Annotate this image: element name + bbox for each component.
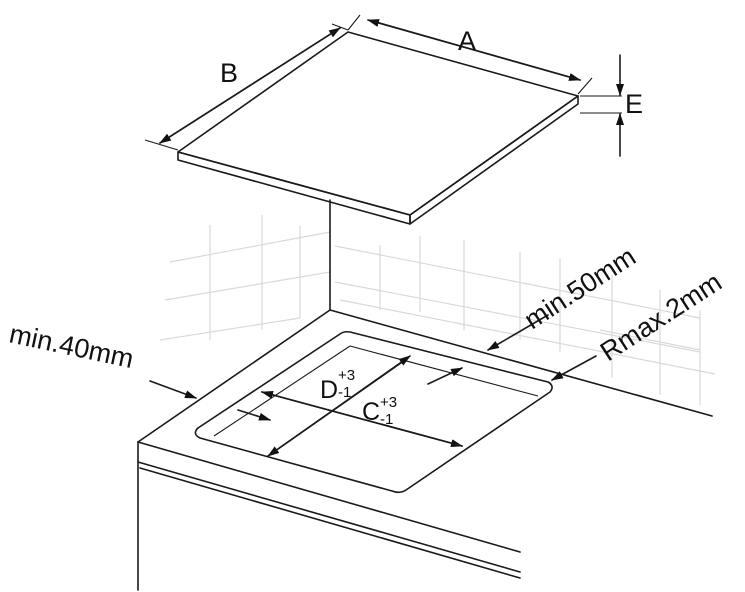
wall-corner (329, 199, 713, 417)
label-min-40mm: min.40mm (7, 319, 137, 375)
label-d-tol-plus: +3 (338, 367, 355, 384)
dimension-a: A (347, 14, 593, 95)
dimension-e: E (580, 54, 643, 157)
hob (177, 31, 579, 225)
dimension-d: D +3 -1 (267, 355, 463, 457)
dimension-min-40mm: min.40mm (7, 319, 197, 399)
label-min-50mm: min.50mm (519, 241, 641, 335)
worktop (137, 309, 521, 591)
label-c: C (362, 398, 380, 426)
hob-front-edge (177, 151, 411, 225)
label-d: D (320, 376, 338, 404)
wall-tiles (159, 215, 716, 405)
label-b: B (220, 58, 238, 88)
dimension-b: B (144, 23, 349, 151)
label-c-tol-minus: -1 (380, 411, 393, 428)
dimension-c: C +3 -1 (237, 391, 463, 447)
label-a: A (458, 26, 476, 56)
hob-side-edge (409, 95, 579, 225)
label-d-tol-minus: -1 (338, 384, 351, 401)
label-e: E (625, 89, 643, 119)
cutout (194, 330, 553, 494)
label-c-tol-plus: +3 (380, 394, 397, 411)
